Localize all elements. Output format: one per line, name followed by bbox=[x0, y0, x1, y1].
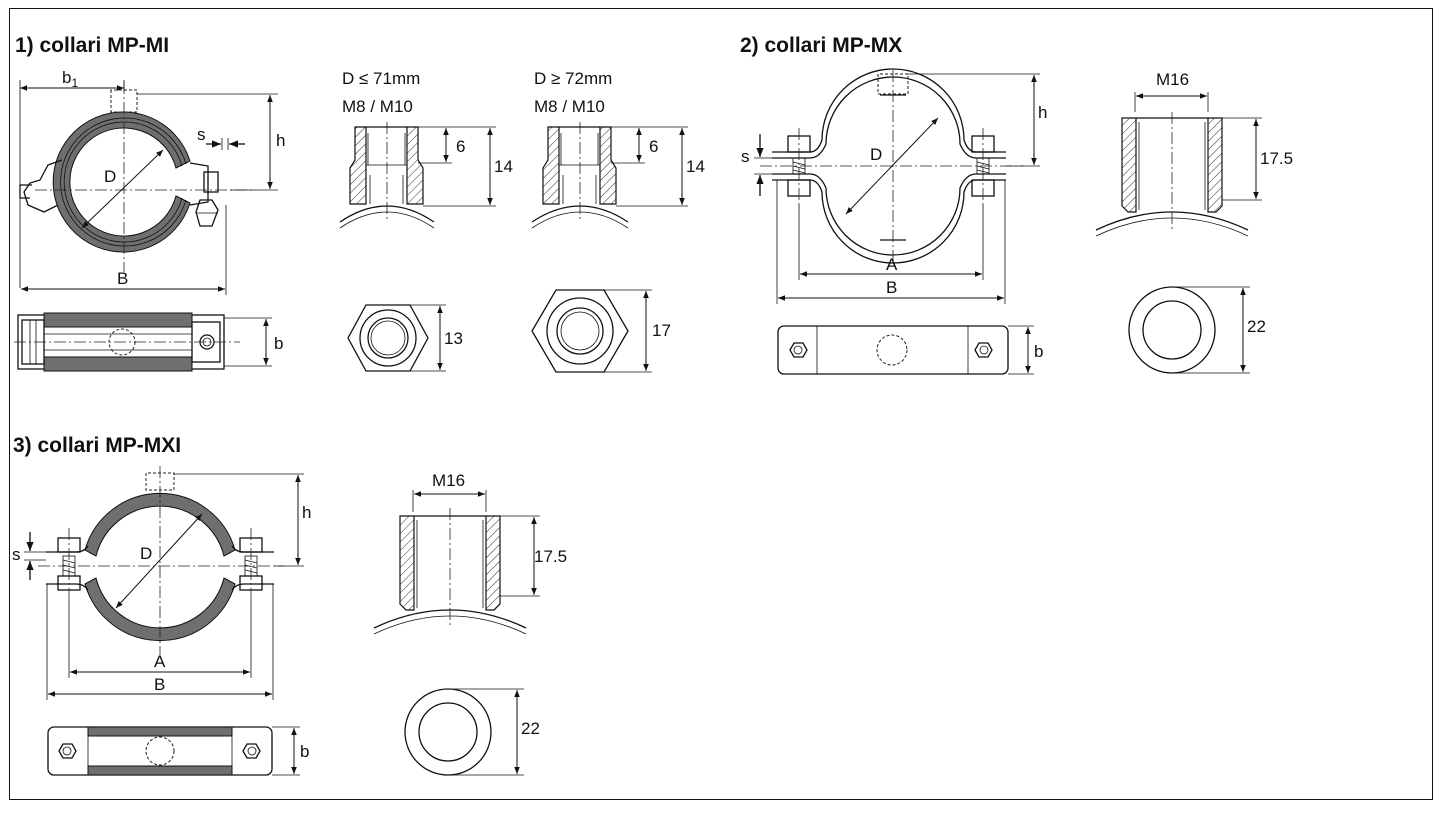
mp-mxi-label-h: h bbox=[302, 503, 311, 522]
section-title-mp-mi: 1) collari MP-MI bbox=[15, 34, 169, 57]
mp-mi-small-dim-6: 6 bbox=[456, 137, 465, 156]
mp-mxi-dimension-h bbox=[174, 473, 304, 567]
mp-mi-small-thread: M8 / M10 bbox=[342, 97, 413, 116]
mp-mi-label-s: s bbox=[197, 125, 206, 144]
drawing-frame bbox=[9, 8, 1433, 800]
mp-mx-clamp-front-view bbox=[760, 68, 1024, 264]
mp-mi-dimension-h bbox=[137, 93, 278, 191]
mp-mxi-label-s: s bbox=[12, 545, 21, 564]
mp-mxi-dimension-b-width bbox=[46, 584, 274, 700]
mp-mi-large-hex-nut bbox=[531, 289, 652, 373]
mp-mx-dimension-a bbox=[798, 204, 984, 280]
mp-mi-label-b-width: B bbox=[117, 269, 128, 288]
mp-mx-label-b-width: B bbox=[886, 278, 897, 297]
mp-mx-dimension-h bbox=[908, 73, 1040, 167]
mp-mx-label-d: D bbox=[870, 145, 882, 164]
mp-mxi-dimension-a bbox=[68, 600, 252, 678]
section-title-mp-mxi: 3) collari MP-MXI bbox=[13, 434, 181, 457]
mp-mxi-clamp-front-view bbox=[38, 466, 284, 655]
mp-mxi-label-a: A bbox=[154, 652, 166, 671]
mp-mxi-nut-outer: 22 bbox=[521, 719, 540, 738]
mp-mx-nut-height: 17.5 bbox=[1260, 149, 1293, 168]
mp-mxi-nut-thread: M16 bbox=[432, 471, 465, 490]
mp-mxi-dimension-s bbox=[24, 532, 46, 580]
mp-mx-label-b-depth: b bbox=[1034, 342, 1043, 361]
mp-mi-large-dim-6: 6 bbox=[649, 137, 658, 156]
mp-mxi-nut-height: 17.5 bbox=[534, 547, 567, 566]
mp-mxi-nut-section bbox=[373, 490, 540, 635]
mp-mx-dimension-b-width bbox=[776, 180, 1006, 304]
mp-mi-dimension-b1 bbox=[19, 80, 125, 288]
section-title-mp-mx: 2) collari MP-MX bbox=[740, 34, 902, 57]
mp-mi-dimension-s bbox=[206, 138, 245, 150]
mp-mx-label-a: A bbox=[886, 255, 898, 274]
mp-mi-small-hex-nut bbox=[347, 304, 446, 372]
mp-mx-nut-ring bbox=[1128, 286, 1250, 374]
mp-mi-large-thread: M8 / M10 bbox=[534, 97, 605, 116]
mp-mi-large-dim-14: 14 bbox=[686, 157, 705, 176]
mp-mi-small-nut-section bbox=[339, 122, 496, 229]
mp-mi-clamp-top-view bbox=[14, 312, 240, 372]
mp-mx-dimension-s bbox=[754, 134, 772, 196]
mp-mx-label-h: h bbox=[1038, 103, 1047, 122]
mp-mi-large-range: D ≥ 72mm bbox=[534, 69, 612, 88]
mp-mi-large-nut-section bbox=[531, 122, 688, 229]
mp-mi-large-hex-size: 17 bbox=[652, 321, 671, 340]
mp-mi-small-dim-14: 14 bbox=[494, 157, 513, 176]
mp-mi-label-b-depth: b bbox=[274, 334, 283, 353]
mp-mx-nut-thread: M16 bbox=[1156, 70, 1189, 89]
mp-mxi-label-b-depth: b bbox=[300, 742, 309, 761]
mp-mi-label-h: h bbox=[276, 131, 285, 150]
mp-mi-label-d: D bbox=[104, 167, 116, 186]
mp-mx-nut-section bbox=[1095, 92, 1262, 237]
mp-mx-label-s: s bbox=[741, 147, 750, 166]
mp-mi-clamp-front-view bbox=[19, 82, 255, 272]
mp-mxi-label-b-width: B bbox=[154, 675, 165, 694]
mp-mi-small-range: D ≤ 71mm bbox=[342, 69, 420, 88]
mp-mx-clamp-top-view bbox=[777, 325, 1034, 375]
mp-mi-label-b1: b1 bbox=[62, 68, 78, 90]
mp-mi-small-hex-size: 13 bbox=[444, 329, 463, 348]
mp-mxi-nut-ring bbox=[404, 688, 524, 776]
mp-mxi-clamp-top-view bbox=[47, 726, 300, 776]
mp-mx-nut-outer: 22 bbox=[1247, 317, 1266, 336]
mp-mxi-label-d: D bbox=[140, 544, 152, 563]
mp-mi-dimension-b-width bbox=[21, 205, 227, 295]
mp-mi-dimension-b-depth bbox=[224, 317, 272, 367]
